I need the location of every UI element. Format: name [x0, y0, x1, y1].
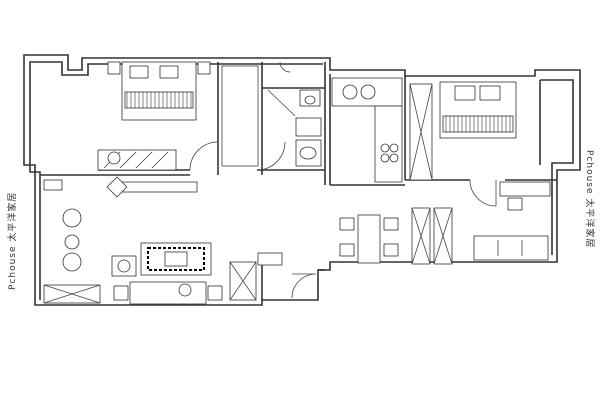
master-bedroom-bed — [97, 61, 211, 171]
outer-walls — [23, 54, 581, 306]
study-furniture — [411, 181, 551, 265]
doors — [189, 61, 497, 299]
bathroom-fixtures — [267, 89, 322, 167]
kitchen-counters — [331, 77, 403, 183]
watermark-left: Pchouse 太平洋家居 — [8, 191, 18, 290]
second-bedroom-bed — [409, 81, 517, 181]
dining-table — [339, 214, 399, 264]
watermark-right: Pchouse 太平洋家居 — [584, 150, 594, 249]
closet — [221, 65, 259, 167]
living-room-furniture — [43, 176, 283, 305]
